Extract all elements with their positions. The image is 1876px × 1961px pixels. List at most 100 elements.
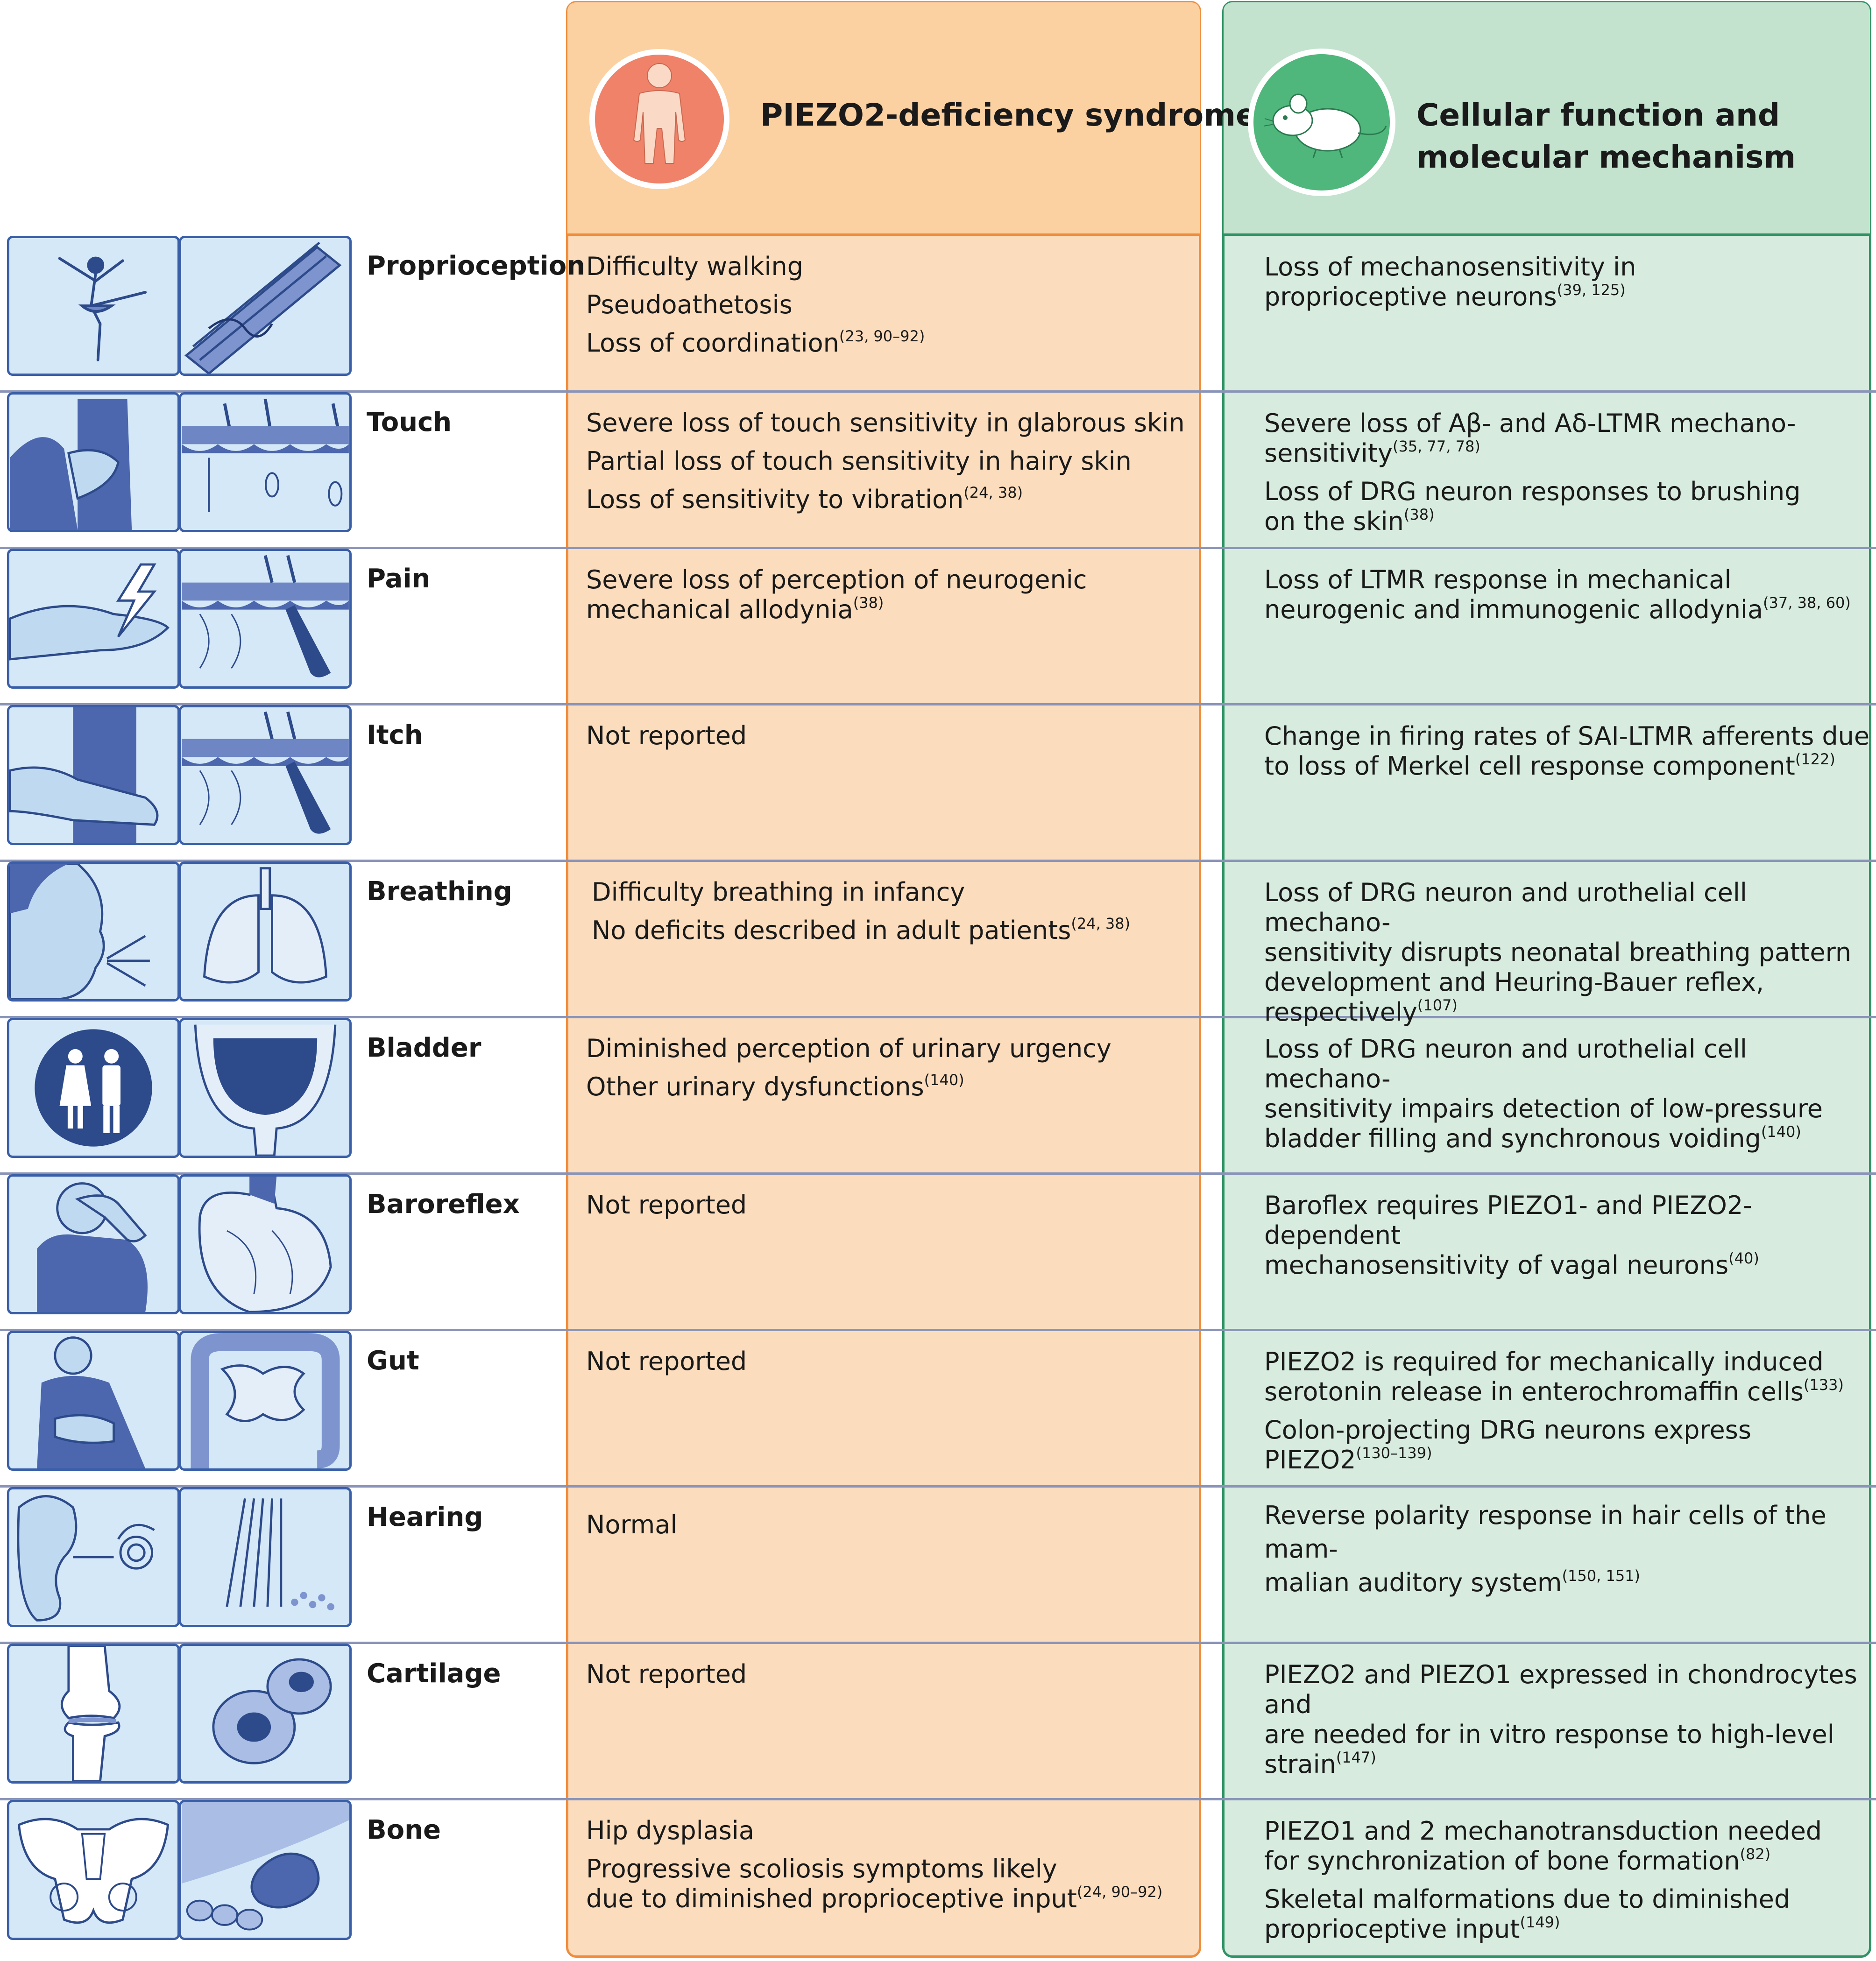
cell-text: Not reported [586,1347,747,1376]
knee-joint-icon [7,1644,180,1784]
mouse-column-title: Cellular function and molecular mechanis… [1416,94,1796,178]
citation: (122) [1795,750,1835,768]
hand-lightning-icon [7,549,180,689]
cell-text: Diminished perception of urinary urgency [586,1034,1111,1063]
cell-text: Progressive scoliosis symptoms likely [586,1854,1057,1883]
cell-text: Colon-projecting DRG neurons express PIE… [1264,1415,1751,1474]
cell-text: sensitivity impairs detection of low-pre… [1264,1094,1823,1123]
cell-text: Severe loss of Aβ- and Aδ-LTMR mechano- [1264,409,1796,438]
cell-line: Severe loss of Aβ- and Aδ-LTMR mechano- [1264,409,1801,438]
cell-text: Not reported [586,1659,747,1689]
cell-line: malian auditory system(150, 151) [1264,1566,1876,1600]
row-label-hearing: Hearing [367,1502,483,1532]
patient-cell-proprioception: Difficulty walking Pseudoathetosis Loss … [586,247,925,362]
mouse-cell-itch: Change in firing rates of SAI-LTMR affer… [1264,721,1869,781]
citation: (37, 38, 60) [1763,594,1851,612]
cell-text: Severe loss of touch sensitivity in glab… [586,408,1185,437]
cell-text: PIEZO1 and 2 mechanotransduction needed [1264,1816,1822,1846]
cell-text: Difficulty walking [586,252,804,281]
cell-line: PIEZO2 is required for mechanically indu… [1264,1347,1876,1377]
patient-cell-baroreflex: Not reported [586,1186,747,1224]
cell-line: development and Heuring-Bauer reflex, [1264,967,1876,997]
stomach-ache-person-icon [7,1331,180,1471]
cell-text: Reverse polarity response in hair cells … [1264,1501,1826,1564]
skin-hair-follicle-icon [179,549,352,689]
dizzy-person-icon [7,1174,180,1314]
citation: (23, 90–92) [839,327,925,345]
cell-text: Pseudoathetosis [586,290,793,319]
skin-touch-receptors-icon [179,392,352,532]
cell-text: neurogenic and immunogenic allodynia [1264,595,1763,624]
cell-line: Hip dysplasia [586,1812,1162,1850]
cell-text: Normal [586,1510,678,1539]
row-label-bone: Bone [367,1815,441,1845]
cell-text: Loss of DRG neuron and urothelial cell m… [1264,1034,1747,1093]
citation: (140) [924,1071,964,1089]
cell-text: Partial loss of touch sensitivity in hai… [586,446,1132,476]
patient-cell-pain: Severe loss of perception of neurogenic … [586,565,1087,625]
cell-line: Diminished perception of urinary urgency [586,1030,1111,1068]
cell-line: Not reported [586,1342,747,1381]
cell-line: sensitivity impairs detection of low-pre… [1264,1094,1876,1124]
cell-text: to loss of Merkel cell response componen… [1264,751,1795,781]
citation: (82) [1740,1845,1771,1863]
cell-line: Loss of coordination(23, 90–92) [586,324,925,362]
cell-line: PIEZO2 and PIEZO1 expressed in chondrocy… [1264,1660,1876,1720]
pelvis-icon [7,1800,180,1940]
cell-line: Not reported [586,1186,747,1224]
muscle-spindle-icon [179,236,352,376]
cell-line: serotonin release in enterochromaffin ce… [1264,1377,1876,1407]
row-divider [0,860,1876,862]
mouse-cell-touch: Severe loss of Aβ- and Aδ-LTMR mechano- … [1264,409,1801,536]
cell-text: Not reported [586,1190,747,1220]
cell-text: PIEZO2 is required for mechanically indu… [1264,1347,1824,1376]
cell-text: Skeletal malformations due to diminished [1264,1884,1791,1914]
citation: (39, 125) [1557,281,1626,299]
cell-line: on the skin(38) [1264,507,1801,536]
cell-text: Baroflex requires PIEZO1- and PIEZO2-dep… [1264,1191,1752,1250]
row-label-gut: Gut [367,1346,419,1376]
mouse-column-title-line2: molecular mechanism [1416,139,1796,175]
row-divider [0,1485,1876,1488]
cell-text: malian auditory system [1264,1568,1562,1597]
cell-line: Partial loss of touch sensitivity in hai… [586,442,1185,480]
mouse-icon [1246,47,1398,198]
cell-text: development and Heuring-Bauer reflex, [1264,967,1764,997]
cell-text: Loss of sensitivity to vibration [586,485,964,514]
restroom-sign-icon [7,1018,180,1158]
patient-cell-bone: Hip dysplasia Progressive scoliosis symp… [586,1812,1162,1914]
citation: (40) [1728,1249,1759,1267]
mouse-cell-gut: PIEZO2 is required for mechanically indu… [1264,1347,1876,1475]
cell-text: No deficits described in adult patients [592,916,1071,945]
cell-line: bladder filling and synchronous voiding(… [1264,1124,1876,1154]
intestines-icon [179,1331,352,1471]
cell-text: sensitivity disrupts neonatal breathing … [1264,938,1852,967]
cell-text: Loss of coordination [586,328,839,358]
cell-line: Not reported [586,717,747,755]
citation: (24, 38) [1071,915,1131,932]
cell-text: Difficulty breathing in infancy [592,877,965,907]
lungs-icon [179,861,352,1002]
patient-cell-breathing: Difficulty breathing in infancy No defic… [592,873,1130,950]
mouse-cell-cartilage: PIEZO2 and PIEZO1 expressed in chondrocy… [1264,1660,1876,1779]
cell-line: Not reported [586,1655,747,1693]
touching-arm-icon [7,392,180,532]
cell-text: Loss of DRG neuron responses to brushing [1264,477,1801,506]
cell-text: sensitivity [1264,438,1393,468]
cell-text: Not reported [586,721,747,750]
cell-line: Baroflex requires PIEZO1- and PIEZO2-dep… [1264,1191,1876,1250]
citation: (149) [1520,1913,1560,1931]
cell-line: neurogenic and immunogenic allodynia(37,… [1264,595,1851,625]
cell-text: mechanosensitivity of vagal neurons [1264,1250,1729,1280]
chondrocyte-icon [179,1644,352,1784]
mouse-cell-baroreflex: Baroflex requires PIEZO1- and PIEZO2-dep… [1264,1191,1876,1280]
row-divider [0,547,1876,549]
cell-text: are needed for in vitro response to high… [1264,1720,1834,1779]
mouse-column-title-line1: Cellular function and [1416,97,1780,133]
citation: (38) [1403,506,1435,523]
cell-text: Change in firing rates of SAI-LTMR affer… [1264,721,1870,751]
cell-line: Colon-projecting DRG neurons express PIE… [1264,1415,1876,1475]
citation: (35, 77, 78) [1392,437,1480,455]
row-label-baroreflex: Baroreflex [367,1189,520,1220]
row-label-breathing: Breathing [367,876,512,907]
